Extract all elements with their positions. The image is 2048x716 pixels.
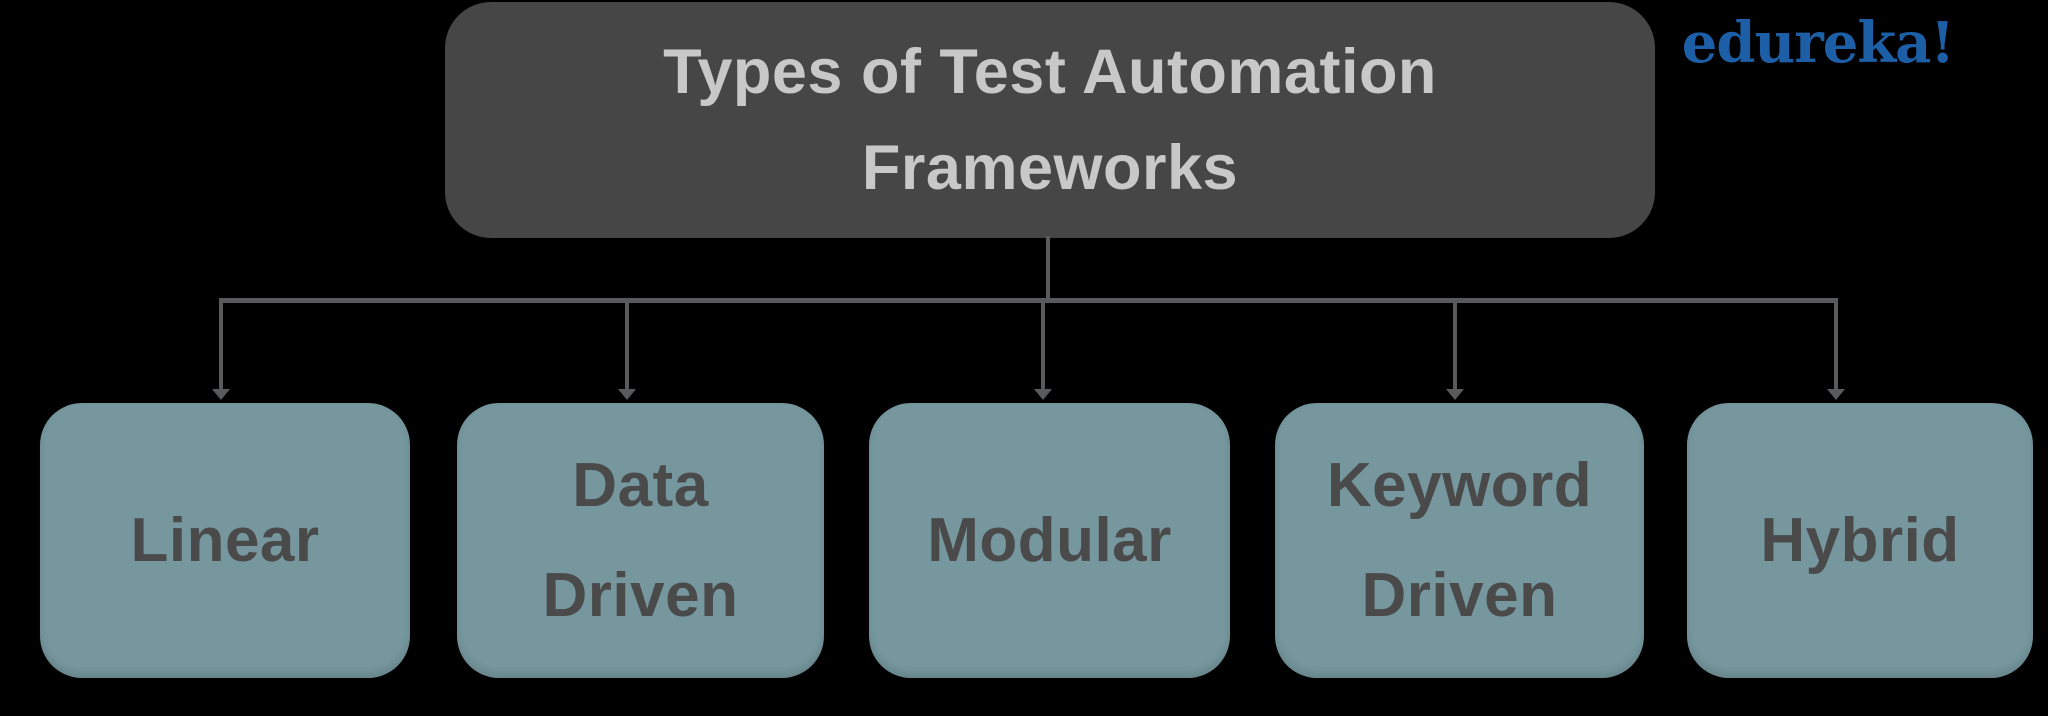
node-label-line-1: Linear bbox=[130, 505, 320, 575]
node-label-line-1: Keyword bbox=[1326, 450, 1593, 520]
node-label-line-2: Driven bbox=[542, 560, 739, 630]
connector-drop-hybrid bbox=[1827, 298, 1845, 400]
arrow-down-icon bbox=[1827, 389, 1845, 400]
root-node-label-line-2: Frameworks bbox=[861, 133, 1239, 203]
arrow-down-icon bbox=[212, 389, 230, 400]
node-label-line-1: Modular bbox=[927, 505, 1172, 575]
node-label-line-1: Data bbox=[572, 450, 709, 520]
node-hybrid: Hybrid bbox=[1687, 403, 2033, 678]
node-keyword-driven: Keyword Driven bbox=[1275, 403, 1644, 678]
connector-root-stem bbox=[1046, 236, 1050, 303]
connector-drop-keyword-driven bbox=[1446, 298, 1464, 400]
arrow-down-icon bbox=[1034, 389, 1052, 400]
arrow-down-icon bbox=[618, 389, 636, 400]
connector-horizontal-bar bbox=[219, 298, 1838, 303]
node-linear: Linear bbox=[40, 403, 410, 678]
node-data-driven: Data Driven bbox=[457, 403, 824, 678]
root-node-label-line-1: Types of Test Automation bbox=[663, 37, 1437, 107]
connector-drop-data-driven bbox=[618, 298, 636, 400]
connector-drop-modular bbox=[1034, 298, 1052, 400]
node-label-line-1: Hybrid bbox=[1760, 505, 1960, 575]
edureka-logo: edureka! bbox=[1681, 10, 1955, 76]
node-label-line-2: Driven bbox=[1361, 560, 1558, 630]
node-modular: Modular bbox=[869, 403, 1230, 678]
root-node-test-automation-frameworks: Types of Test Automation Frameworks bbox=[445, 2, 1655, 238]
arrow-down-icon bbox=[1446, 389, 1464, 400]
connector-drop-linear bbox=[212, 298, 230, 400]
